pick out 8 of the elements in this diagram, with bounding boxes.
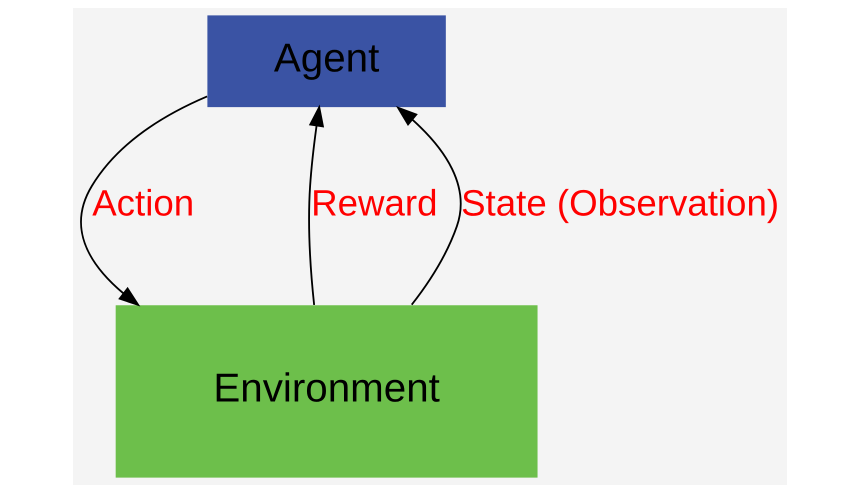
arrow bbox=[80, 96, 208, 307]
node-box: Agent bbox=[207, 15, 446, 108]
edge-label: Reward bbox=[311, 182, 438, 224]
node-box: Environment bbox=[116, 305, 538, 478]
edge-label: Action bbox=[92, 182, 194, 224]
edge-label: State (Observation) bbox=[461, 182, 780, 224]
arrow bbox=[308, 104, 324, 306]
arrow bbox=[396, 106, 462, 306]
